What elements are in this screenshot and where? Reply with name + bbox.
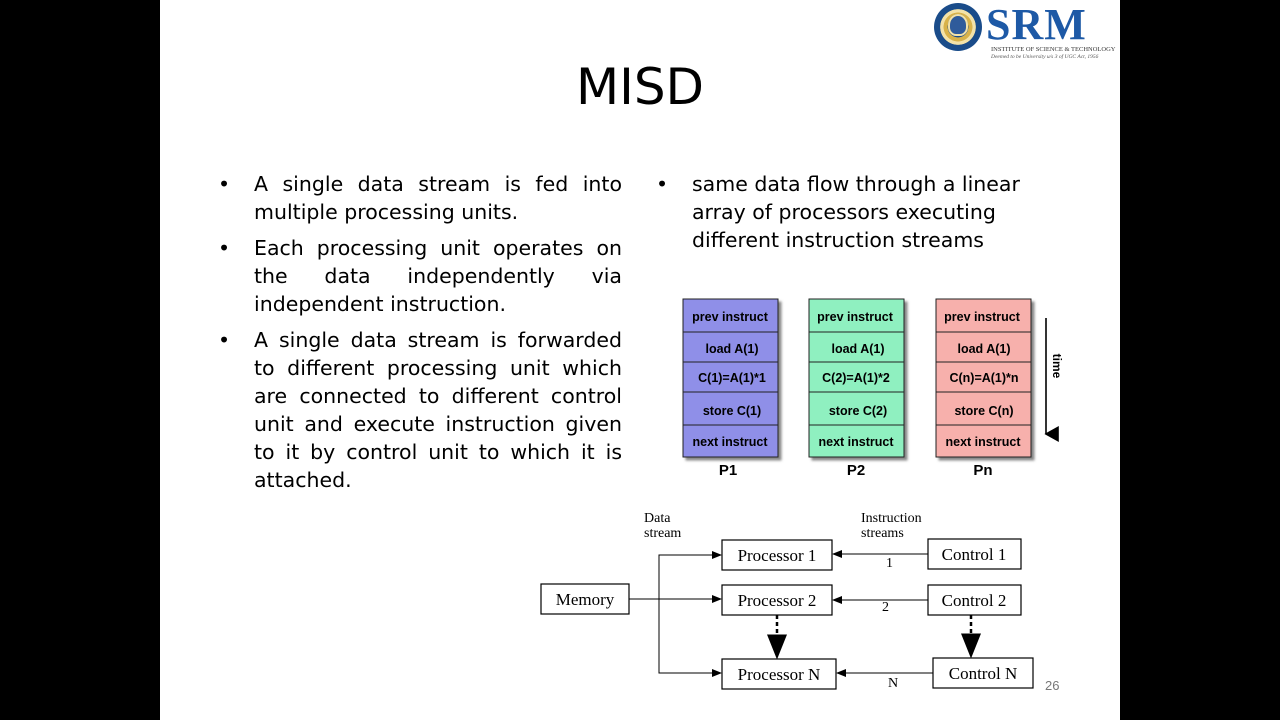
stream-number: 1 [886, 556, 893, 571]
processor-column-pn: prev instruct load A(1) C(n)=A(1)*n stor… [935, 298, 1032, 479]
control-label: Control N [949, 664, 1017, 683]
processor-label: P1 [719, 462, 737, 479]
memory-box [540, 583, 630, 615]
timeline-cell: store C(n) [954, 404, 1013, 418]
timeline-cell: next instruct [818, 435, 894, 449]
timeline-cell: C(2)=A(1)*2 [822, 371, 890, 385]
control-box [932, 657, 1034, 689]
timeline-cell: load A(1) [831, 342, 884, 356]
misd-block-diagram: Data stream Instruction streams Memory P… [540, 511, 1034, 691]
data-stream-label-line2: stream [644, 526, 681, 541]
processor-timeline-figure: prev instruct load A(1) C(1)=A(1)*1 stor… [682, 298, 1064, 479]
logo-subtitle: INSTITUTE OF SCIENCE & TECHNOLOGY [991, 46, 1116, 53]
bullet-item: same data flow through a linear array of… [656, 170, 1056, 254]
control-box [927, 584, 1022, 616]
timeline-cell: prev instruct [944, 310, 1021, 324]
timeline-cell: C(1)=A(1)*1 [698, 371, 766, 385]
timeline-cell: C(n)=A(1)*n [949, 371, 1018, 385]
processor-box [721, 539, 833, 571]
timeline-cell: store C(1) [703, 404, 761, 418]
stream-number: 2 [882, 600, 889, 615]
processor-label: Processor 1 [738, 546, 817, 565]
time-label: time [1050, 354, 1064, 379]
bullet-item: A single data stream is fed into multipl… [218, 170, 622, 226]
data-stream-label-line1: Data [644, 511, 671, 526]
timeline-cell: next instruct [945, 435, 1021, 449]
srm-logo: SRM INSTITUTE OF SCIENCE & TECHNOLOGY De… [934, 0, 1116, 61]
processor-box [721, 584, 833, 616]
bullet-item: Each processing unit operates on the dat… [218, 234, 622, 318]
timeline-cell: load A(1) [705, 342, 758, 356]
instruction-streams-label-line2: streams [861, 526, 904, 541]
university-seal-icon [934, 3, 982, 51]
instruction-streams-label-line1: Instruction [861, 511, 922, 526]
processor-label: Processor N [738, 665, 821, 684]
time-arrow: time [1044, 318, 1064, 442]
control-label: Control 1 [942, 545, 1007, 564]
processor-column-p2: prev instruct load A(1) C(2)=A(1)*2 stor… [808, 298, 905, 479]
timeline-cell: store C(2) [829, 404, 887, 418]
timeline-cell: load A(1) [957, 342, 1010, 356]
processor-box [721, 658, 837, 690]
logo-wordmark: SRM [986, 0, 1087, 49]
processor-label: Processor 2 [738, 591, 817, 610]
timeline-cell: next instruct [692, 435, 768, 449]
left-bullet-list: A single data stream is fed into multipl… [218, 170, 622, 502]
memory-label: Memory [556, 590, 615, 609]
bullet-item: A single data stream is forwarded to dif… [218, 326, 622, 494]
data-stream-line-n [658, 599, 722, 677]
slide: SRM INSTITUTE OF SCIENCE & TECHNOLOGY De… [160, 0, 1120, 720]
control-label: Control 2 [942, 591, 1007, 610]
right-bullet-list: same data flow through a linear array of… [656, 170, 1056, 262]
timeline-cell: prev instruct [692, 310, 769, 324]
slide-title: MISD [575, 58, 705, 116]
stream-number: N [888, 676, 898, 691]
timeline-cell: prev instruct [817, 310, 894, 324]
data-stream-line-1 [658, 551, 722, 599]
processor-column-p1: prev instruct load A(1) C(1)=A(1)*1 stor… [682, 298, 779, 479]
page-number: 26 [1045, 678, 1060, 693]
processor-label: P2 [847, 462, 865, 479]
processor-label: Pn [973, 462, 992, 479]
logo-tagline: Deemed to be University u/s 3 of UGC Act… [991, 54, 1099, 60]
